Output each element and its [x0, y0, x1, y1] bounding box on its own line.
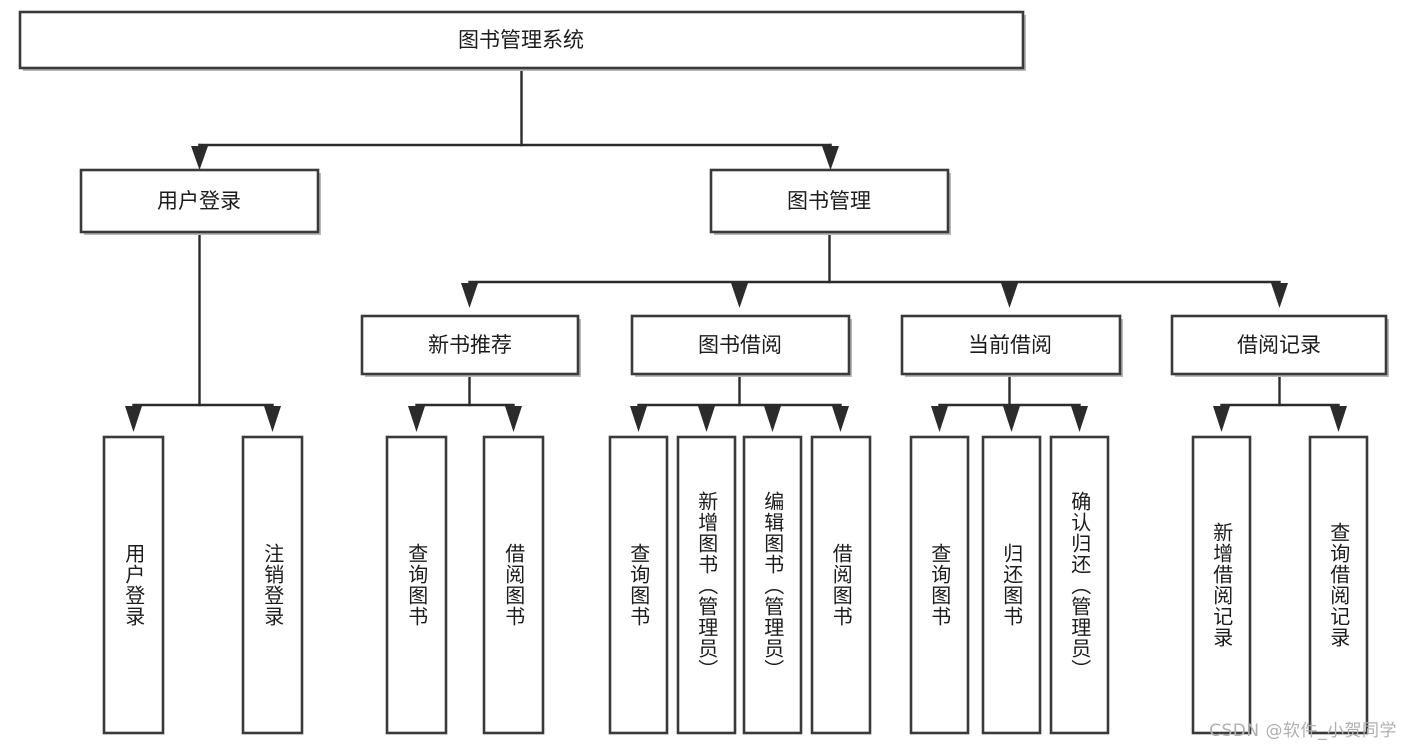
leaf-box-borrow-book-rec[interactable] [482, 435, 545, 735]
node-book-borrow-box[interactable] [630, 314, 851, 376]
leaf-box-confirm-return[interactable] [1049, 435, 1110, 735]
node-borrow-record-box[interactable] [1170, 314, 1388, 376]
node-book-manage-label: 图书管理 [787, 189, 871, 213]
arrow-head-book-manage [822, 146, 839, 170]
leaf-box-add-borrow-record[interactable] [1191, 435, 1252, 735]
node-book-manage[interactable]: 图书管理 [709, 168, 951, 235]
connectors-userlogin-to-leaves [125, 230, 281, 432]
leaf-box-query-book-borrow[interactable] [608, 435, 669, 735]
leaf-box-user-login[interactable] [102, 435, 165, 735]
node-borrow-record[interactable]: 借阅记录 [1170, 314, 1389, 377]
arrow-head-borrow-record [1271, 283, 1288, 308]
arrow-head-new-book-rec [461, 283, 478, 308]
node-user-login-label: 用户登录 [157, 189, 241, 213]
arrow-head-leaf-query-book-cur [931, 406, 948, 432]
arrow-head-leaf-confirm-return [1071, 406, 1088, 432]
leaf-box-query-borrow-record[interactable] [1308, 435, 1369, 735]
leaf-box-edit-book[interactable] [742, 435, 803, 735]
arrow-head-current-borrow [1001, 283, 1018, 308]
node-new-book-rec-box[interactable] [360, 314, 580, 376]
arrow-head-leaf-borrow-book-rec [505, 406, 522, 432]
node-new-book-rec[interactable]: 新书推荐 [360, 314, 581, 377]
node-root-box[interactable] [18, 10, 1025, 70]
node-user-login[interactable]: 用户登录 [79, 168, 321, 235]
node-root[interactable]: 图书管理系统 [18, 10, 1026, 71]
arrow-head-leaf-edit-book [764, 406, 781, 432]
leaf-box-query-book-cur[interactable] [909, 435, 970, 735]
node-current-borrow-box[interactable] [900, 314, 1122, 376]
node-current-borrow[interactable]: 当前借阅 [900, 314, 1123, 377]
connectors-bookmanage-to-level3 [461, 230, 1288, 308]
node-current-borrow-label: 当前借阅 [968, 333, 1052, 357]
arrow-head-leaf-add-borrow-record [1213, 406, 1230, 432]
arrow-head-leaf-return-book [1003, 406, 1020, 432]
arrow-head-leaf-borrow-book [832, 406, 849, 432]
node-user-login-box[interactable] [79, 168, 320, 234]
leaf-box-add-book[interactable] [676, 435, 737, 735]
connectors-newbookrec-to-leaves [408, 372, 522, 432]
node-new-book-rec-label: 新书推荐 [428, 333, 512, 357]
leaf-box-borrow-book[interactable] [810, 435, 872, 735]
leaf-box-query-book-rec[interactable] [385, 435, 448, 735]
connectors-currentborrow-to-leaves [931, 372, 1088, 432]
node-root-label: 图书管理系统 [458, 28, 584, 52]
arrow-head-leaf-logout [264, 406, 281, 432]
connectors-borrowrecord-to-leaves [1213, 372, 1347, 432]
node-borrow-record-label: 借阅记录 [1237, 333, 1321, 357]
connectors-root-to-level2 [191, 66, 839, 170]
arrow-head-leaf-user-login [125, 406, 142, 432]
connectors-bookborrow-to-leaves [630, 372, 849, 432]
arrow-head-leaf-query-book-borrow [630, 406, 647, 432]
arrow-head-leaf-query-book-rec [408, 406, 425, 432]
node-book-borrow[interactable]: 图书借阅 [630, 314, 852, 377]
arrow-head-book-borrow [731, 283, 748, 308]
node-book-manage-box[interactable] [709, 168, 950, 234]
leaf-boxes [102, 435, 1369, 735]
node-book-borrow-label: 图书借阅 [698, 333, 782, 357]
csdn-watermark: CSDN @软件_小贺同学 [1209, 721, 1397, 741]
arrow-head-leaf-add-book [698, 406, 715, 432]
leaf-box-return-book[interactable] [981, 435, 1042, 735]
arrow-head-user-login [191, 146, 208, 170]
leaf-box-logout[interactable] [241, 435, 304, 735]
arrow-head-leaf-query-borrow-record [1330, 406, 1347, 432]
